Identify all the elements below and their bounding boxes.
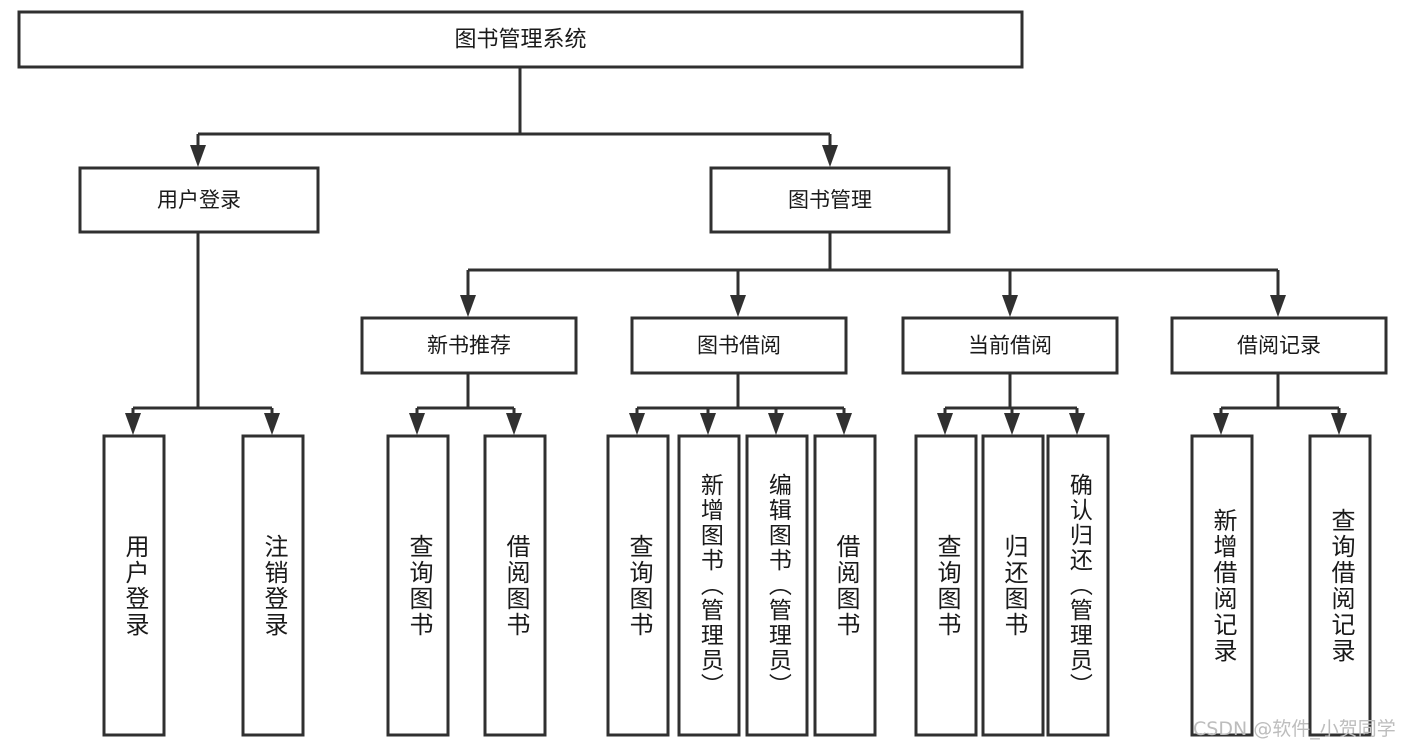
node-box-leaf-return-book[interactable] [981, 434, 1045, 737]
node-box-current-borrow[interactable] [901, 316, 1119, 375]
connector-user-login-to-leaves [125, 232, 280, 435]
node-box-leaf-user-login[interactable] [102, 434, 166, 737]
node-box-leaf-confirm-return[interactable] [1046, 434, 1110, 737]
node-label-new-book-rec: 新书推荐 [427, 334, 511, 358]
node-box-leaf-borrow-book-rec[interactable] [483, 434, 547, 737]
node-label-user-login: 用户登录 [157, 188, 241, 212]
node-box-leaf-query-book-rec[interactable] [386, 434, 450, 737]
node-label-root: 图书管理系统 [454, 28, 586, 53]
boxes-layer [17, 10, 1388, 737]
node-label-book-manage: 图书管理 [788, 188, 872, 212]
node-label-book-borrow: 图书借阅 [697, 334, 781, 358]
connector-book-manage-to-level2 [460, 232, 1286, 317]
connector-book-borrow-to-leaves [629, 373, 852, 435]
node-box-user-login[interactable] [78, 166, 320, 234]
node-box-leaf-borrow-book[interactable] [813, 434, 877, 737]
connector-new-book-rec-to-leaves [409, 373, 522, 435]
node-label-current-borrow: 当前借阅 [968, 334, 1052, 358]
node-box-borrow-record[interactable] [1170, 316, 1388, 375]
node-box-leaf-add-book[interactable] [677, 434, 741, 737]
node-box-book-borrow[interactable] [630, 316, 848, 375]
csdn-watermark: CSDN @软件_小贺同学 [1193, 718, 1396, 740]
node-box-root[interactable] [17, 10, 1024, 69]
connector-current-borrow-to-leaves [937, 373, 1085, 435]
node-box-leaf-logout[interactable] [241, 434, 305, 737]
node-box-leaf-query-book-current[interactable] [914, 434, 978, 737]
connector-root-to-level1 [190, 67, 838, 167]
node-box-new-book-rec[interactable] [360, 316, 578, 375]
node-box-leaf-edit-book[interactable] [745, 434, 809, 737]
node-label-borrow-record: 借阅记录 [1237, 334, 1321, 358]
node-box-book-manage[interactable] [709, 166, 951, 234]
connector-borrow-record-to-leaves [1213, 373, 1347, 435]
node-box-leaf-query-book-borrow[interactable] [606, 434, 670, 737]
node-box-leaf-add-record[interactable] [1190, 434, 1254, 737]
node-box-leaf-query-record[interactable] [1308, 434, 1372, 737]
connectors-layer [125, 67, 1347, 435]
